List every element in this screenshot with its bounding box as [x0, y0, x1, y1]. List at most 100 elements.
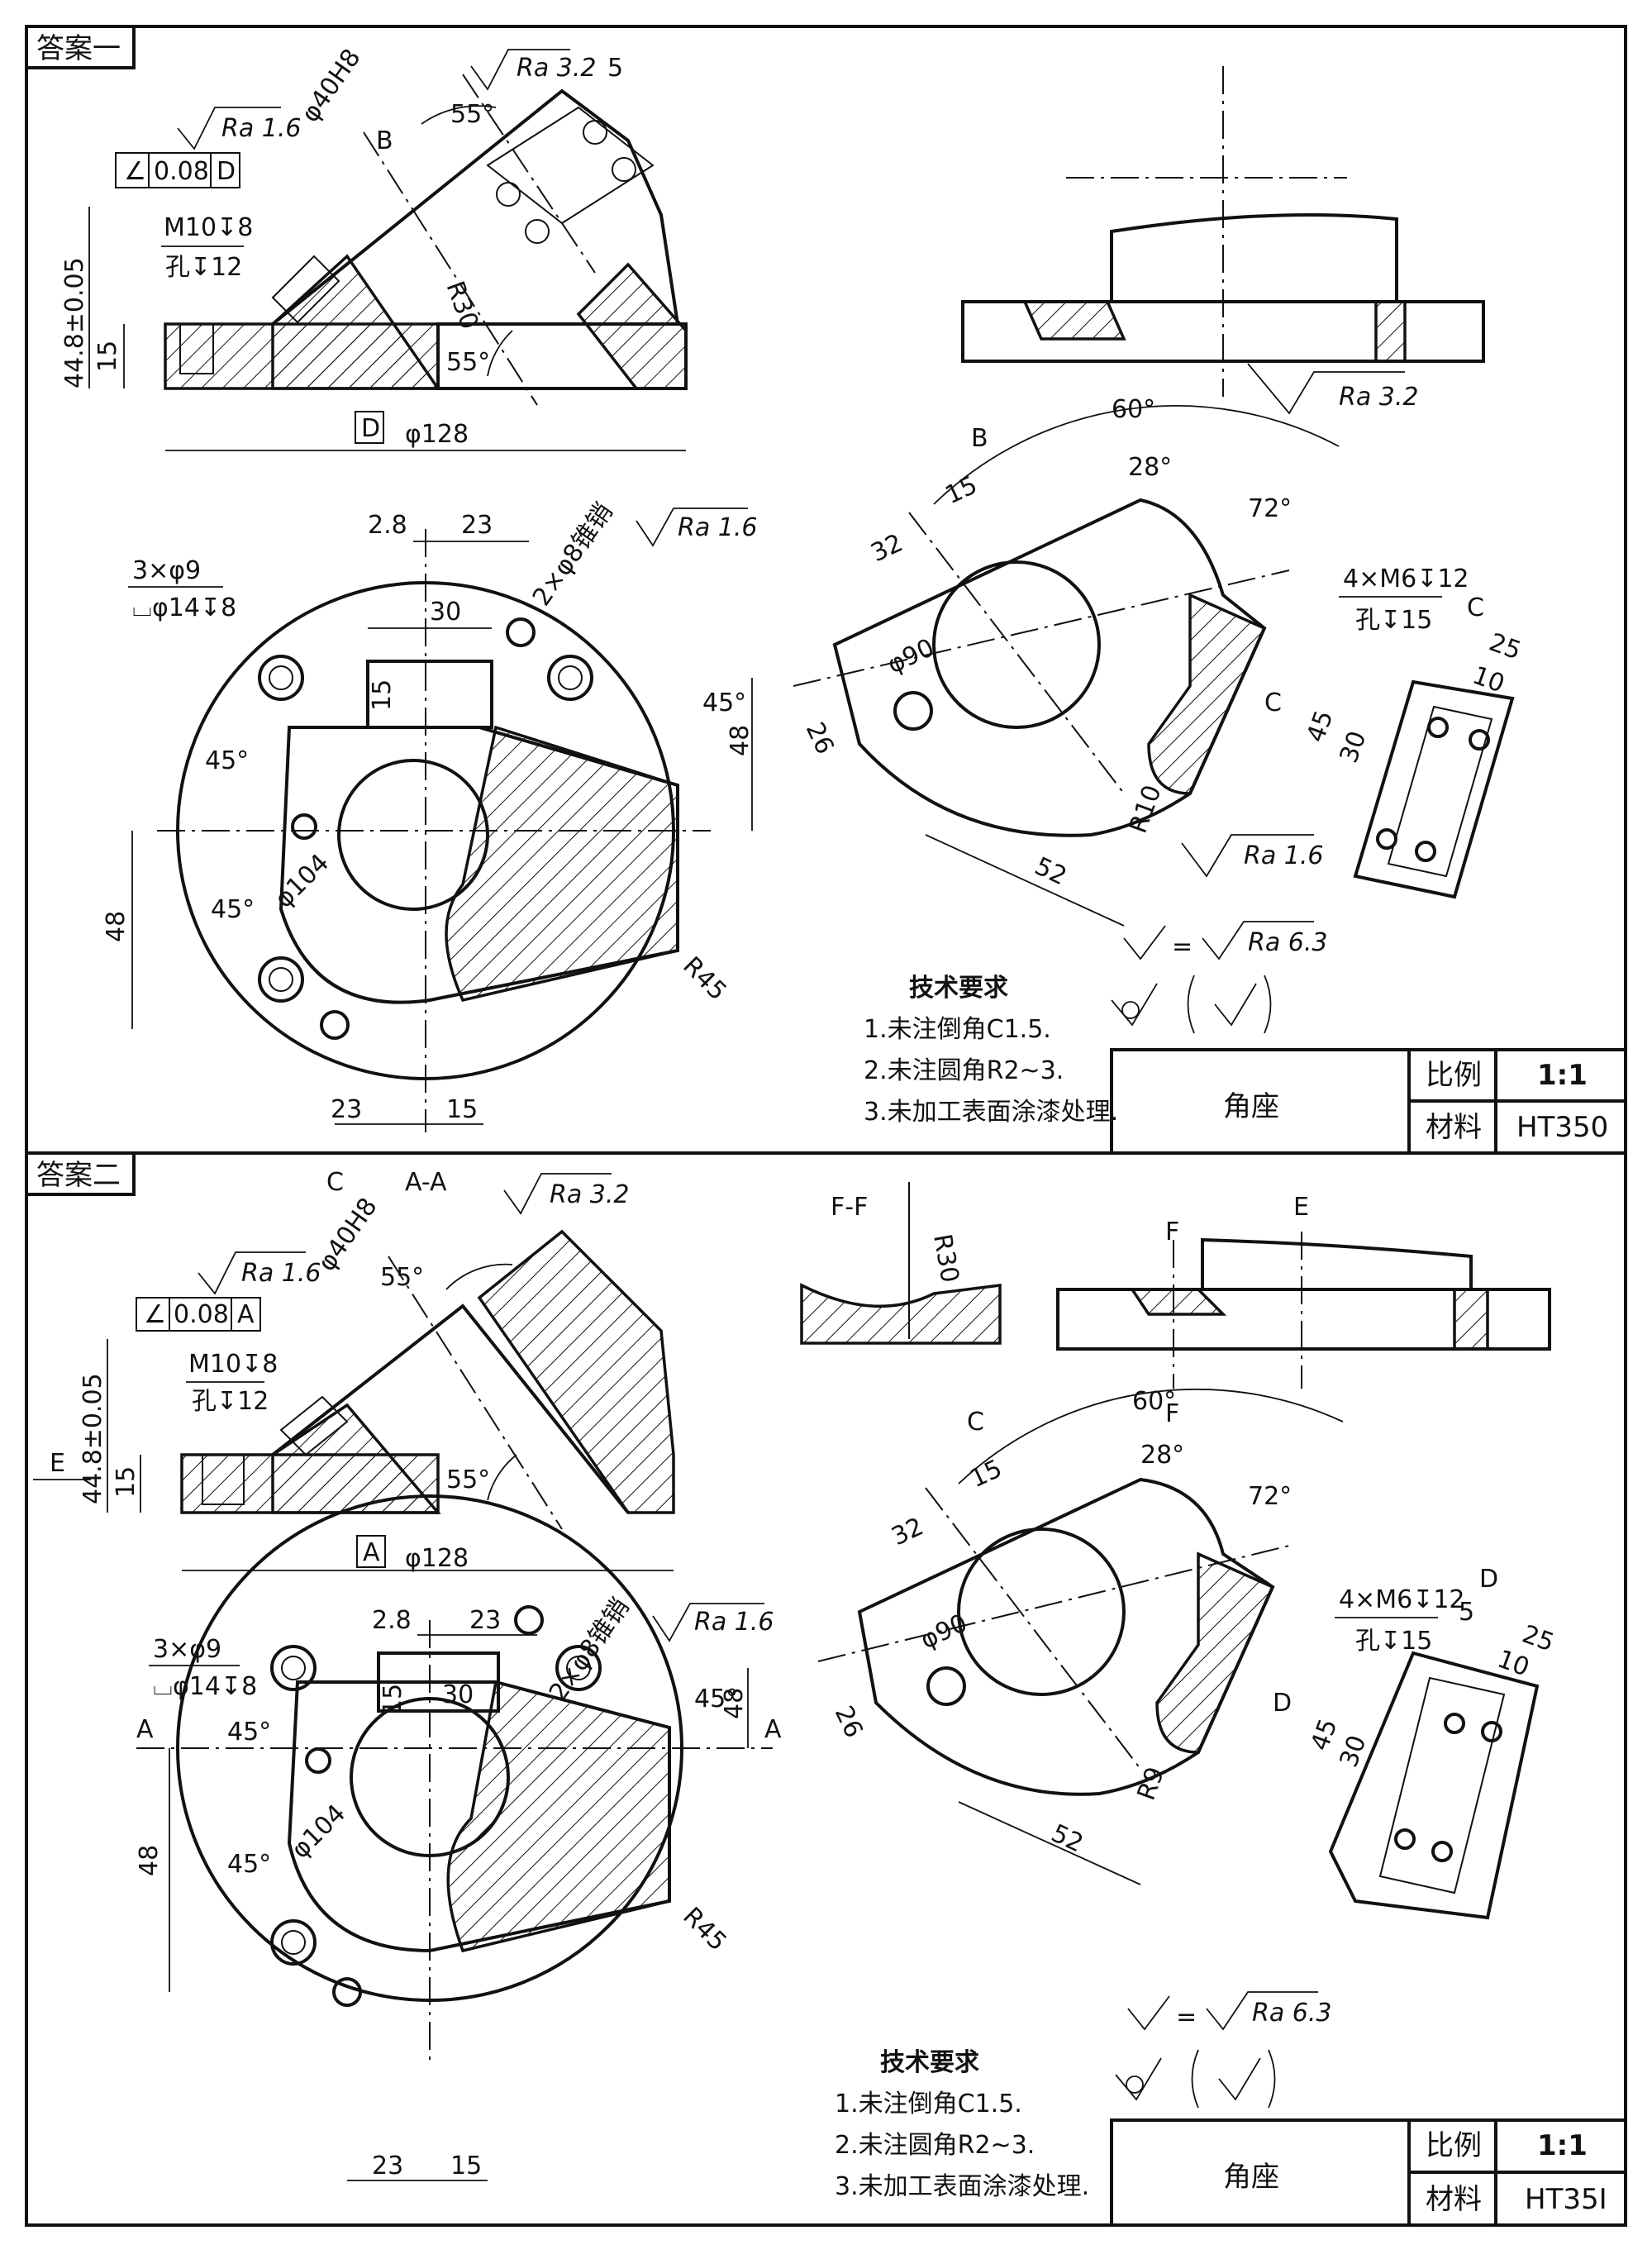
a2-bore-axis	[388, 1256, 563, 1530]
answer-one-label: 答案一	[36, 32, 121, 65]
a1-pin-holes: 2×φ8锥销	[527, 498, 619, 611]
a1-side-section-right	[1374, 300, 1407, 363]
a1-pad-hole-1	[496, 182, 521, 207]
a2-aux-threads: 4×M6↧12	[1339, 1585, 1465, 1614]
a1-angle-top: 55°	[450, 100, 494, 129]
a1-surface-note: Ra 6.3	[1248, 928, 1327, 957]
a2-roughness-bore: Ra 1.6	[241, 1259, 321, 1288]
a1-top-axis	[462, 74, 596, 274]
a1-top-bore	[337, 759, 489, 911]
a2-height: 44.8±0.05	[79, 1373, 107, 1504]
answer-two: 答案二 C A-A Ra 3.2 Ra 1.6 φ40H8 ∠ 0.08 A	[25, 1151, 1627, 2227]
svg-text:=: =	[1176, 2003, 1197, 2032]
a1-geo-tol-symbol: ∠	[124, 157, 146, 186]
a1-roughness-top: Ra 3.2	[517, 54, 596, 83]
a1-surface-symbol-3	[1111, 983, 1158, 1027]
a2-aux-dim-52: 52	[1047, 1819, 1088, 1859]
a1-scale: 1:1	[1537, 1059, 1588, 1092]
a1-tapped-hole	[271, 255, 340, 324]
a1-tech-item-2: 2.未注圆角R2~3.	[864, 1056, 1064, 1085]
a2-body-section-left	[271, 1403, 441, 1514]
a1-detail-plate	[1353, 679, 1515, 899]
a1-bore-dia: φ40H8	[296, 44, 367, 128]
a1-aux-label-B: B	[971, 424, 988, 453]
a1-datum: D	[361, 414, 380, 443]
a2-aux-ang-72: 72°	[1248, 1482, 1292, 1511]
a1-dim-23-b: 23	[331, 1095, 362, 1124]
a2-side-label-F-bottom: F	[1165, 1399, 1179, 1428]
a2-dim-2-8: 2.8	[372, 1606, 412, 1635]
a2-roughness-top-symbol	[503, 1173, 612, 1215]
a1-cbore-hole	[179, 323, 214, 374]
a2-aux-label-C: C	[967, 1408, 984, 1437]
a1-aux-roughness-symbol	[1181, 834, 1314, 878]
a2-cut-A-right: A	[764, 1715, 782, 1744]
a1-detail-hole-3	[1376, 828, 1397, 850]
a1-aux-threads: 4×M6↧12	[1343, 565, 1469, 593]
a1-aux-dim-26: 26	[800, 718, 840, 759]
a2-aux-label-D: D	[1273, 1689, 1292, 1718]
a1-dim-23: 23	[461, 511, 493, 540]
a1-tech-item-1: 1.未注倒角C1.5.	[864, 1015, 1051, 1044]
a1-pad-hole-4	[612, 157, 636, 182]
a1-aux-view: B 60° 28° 72° 15 32 26 φ90 4×M6↧12 孔↧15 …	[793, 395, 1469, 927]
a2-aux-ang-60: 60°	[1132, 1387, 1176, 1416]
a2-tapped-hole	[279, 1395, 349, 1456]
a2-datum-box	[356, 1535, 386, 1568]
a1-roughness-top-symbol	[470, 49, 570, 91]
a1-top-section	[445, 725, 679, 1003]
a2-scale: 1:1	[1537, 2129, 1588, 2162]
answer-one-tag-box	[25, 25, 136, 69]
a1-aux-ang-72: 72°	[1248, 494, 1292, 523]
a2-cut-A-left: A	[136, 1715, 154, 1744]
a2-rad-45: R45	[677, 1902, 731, 1956]
a1-ang-45-b: 45°	[211, 895, 255, 924]
a1-dim-48-h: 48	[102, 911, 131, 942]
a2-aux-dim-15: 15	[966, 1454, 1007, 1494]
a1-material-label: 材料	[1426, 1111, 1482, 1144]
a1-hole-3	[547, 655, 593, 701]
a1-hole-1	[258, 655, 304, 701]
a2-roughness-pin: Ra 1.6	[694, 1608, 774, 1637]
a2-surface-note: Ra 6.3	[1252, 1999, 1331, 2028]
a1-aux-pin	[893, 691, 933, 731]
svg-text:=: =	[1172, 932, 1193, 961]
a1-aux-ang-28: 28°	[1128, 453, 1172, 482]
a1-tech-title: 技术要求	[909, 974, 1008, 1003]
a2-tech-req: 技术要求 1.未注倒角C1.5. 2.未注圆角R2~3. 3.未加工表面涂漆处理…	[835, 2048, 1089, 2201]
a1-aux-dia-90: φ90	[883, 633, 939, 679]
a1-roughness-pin-symbol	[636, 508, 748, 547]
a1-detail-dim-25: 25	[1485, 628, 1525, 666]
a1-dim-5: 5	[607, 54, 623, 83]
a2-aux-radius: R9	[1132, 1763, 1171, 1804]
a2-cbore-hole	[202, 1454, 245, 1505]
a1-front-view: Ra 3.2 5 Ra 1.6 φ40H8 ∠ 0.08 D B 55° 55°…	[60, 44, 688, 451]
a1-pin-3	[291, 813, 317, 840]
answer-two-tag-box	[25, 1151, 136, 1196]
a2-ang-45-c: 45°	[694, 1685, 738, 1713]
a2-aux-dim-26: 26	[829, 1702, 869, 1742]
a2-section-FF: F-F R30	[800, 1182, 1002, 1345]
a1-roughness-bore: Ra 1.6	[221, 114, 301, 143]
a1-angle-bottom-arc	[487, 330, 513, 377]
answer-two-label: 答案二	[36, 1159, 121, 1192]
a1-tech-item-3: 3.未加工表面涂漆处理.	[864, 1098, 1118, 1127]
a2-geo-tol-value: 0.08	[174, 1300, 229, 1329]
a2-bore-dia: φ40H8	[312, 1193, 383, 1277]
a2-geo-tol-symbol: ∠	[144, 1300, 166, 1329]
a2-dia-104: φ104	[286, 1799, 351, 1864]
a2-side-label-F-top: F	[1165, 1218, 1179, 1246]
a1-geo-tol-value: 0.08	[154, 157, 209, 186]
a2-dim-30: 30	[442, 1680, 474, 1709]
a1-dia-104: φ104	[269, 848, 335, 913]
a1-dim-15-b: 15	[446, 1095, 478, 1124]
a2-tech-title: 技术要求	[880, 2048, 979, 2077]
a1-top-boss	[366, 660, 493, 729]
a1-base-h: 15	[93, 341, 122, 372]
a1-angle-bottom: 55°	[446, 348, 490, 377]
a2-detail-hole-1	[1444, 1713, 1465, 1734]
a1-aux-radius: R10	[1124, 781, 1168, 836]
a1-detail-label: C	[1467, 593, 1484, 622]
